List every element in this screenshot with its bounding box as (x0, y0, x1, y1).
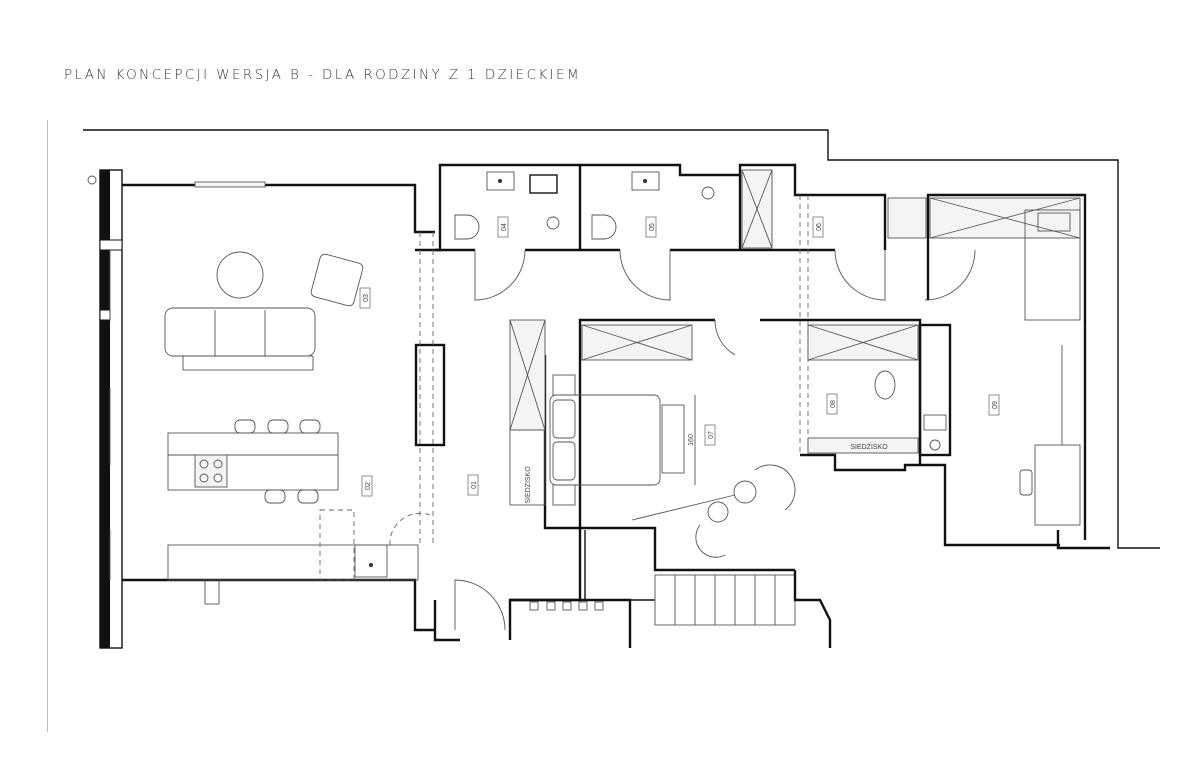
bed (549, 394, 661, 486)
bedroom (454, 195, 922, 648)
room-label-01: 01 (471, 481, 478, 489)
room-label-09: 09 (992, 401, 999, 409)
room-label-04: 04 (501, 223, 508, 231)
bed-width-dimension: 160 (688, 434, 695, 446)
room-label-07: 07 (708, 431, 715, 439)
kitchen-counter (167, 544, 419, 581)
margin-divider (47, 120, 48, 732)
partition (414, 343, 446, 447)
coffee-table (216, 251, 264, 299)
bathrooms (415, 163, 976, 301)
bench-label-study: SIEDZISKO (850, 444, 888, 451)
room-label-05: 05 (649, 223, 656, 231)
kitchen-island (167, 432, 339, 491)
cooktop (194, 454, 228, 488)
stairs (654, 574, 796, 626)
armchair (310, 253, 364, 307)
kids-bed (1024, 209, 1081, 321)
bench-label-bedroom: SIEDZISKO (525, 466, 532, 504)
room-label-03: 03 (363, 294, 370, 302)
sofa (164, 307, 316, 357)
room-label-06: 06 (816, 223, 823, 231)
living-kitchen (164, 232, 446, 605)
room-labels: 01 02 03 04 05 06 07 08 09 160 SIEDZISKO… (359, 216, 1000, 504)
outer-walls (83, 129, 1160, 649)
desk (1034, 444, 1081, 526)
room-label-02: 02 (365, 482, 372, 490)
plan-title: PLAN KONCEPCJI WERSJA B - DLA RODZINY Z … (64, 67, 582, 83)
study-kids-room (800, 193, 1110, 550)
room-label-08: 08 (830, 400, 837, 408)
